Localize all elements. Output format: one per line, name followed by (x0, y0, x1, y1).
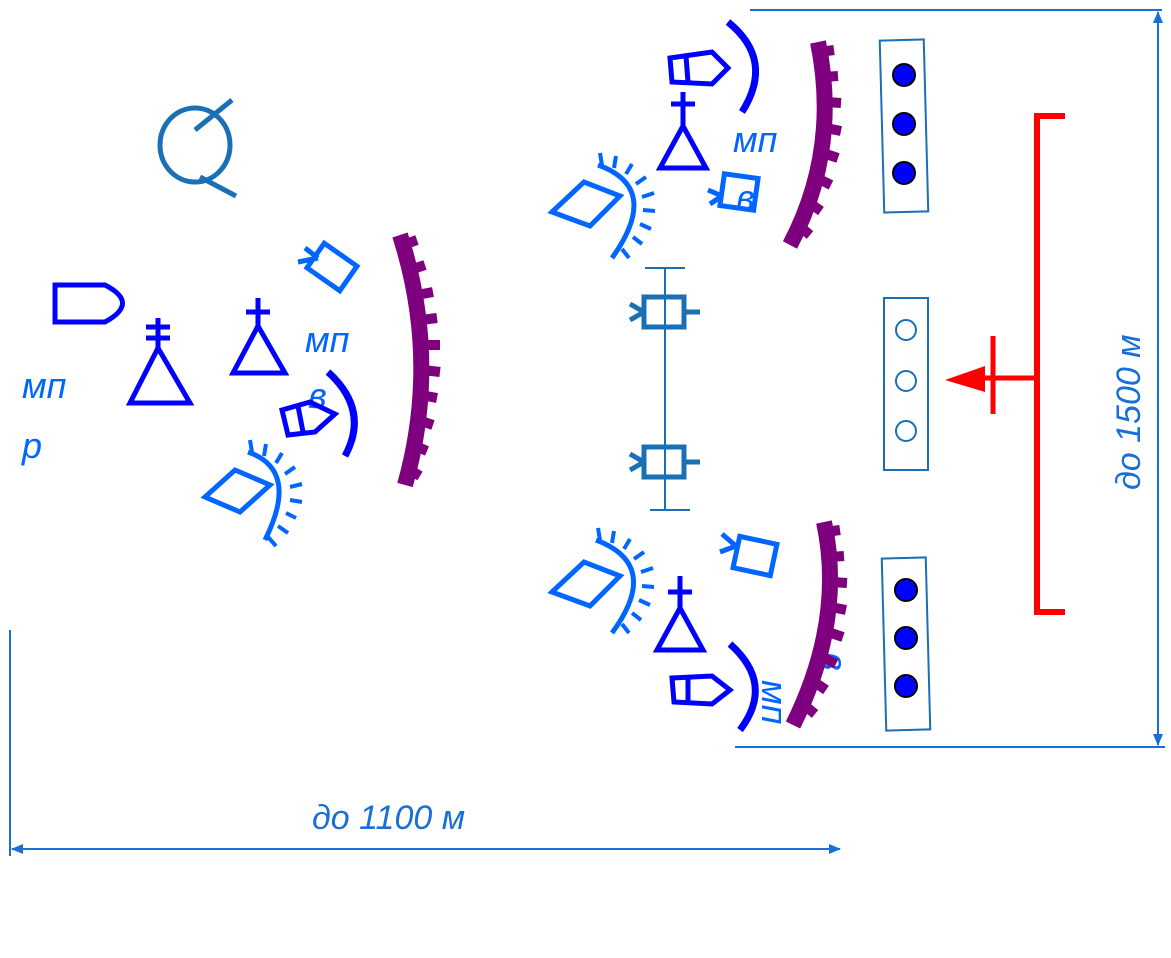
height-dimension-label: до 1500 м (1110, 334, 1148, 490)
arc-center-icon (325, 369, 358, 458)
enemy-attack-arrow (945, 113, 1065, 615)
label-mp-left-r: р (21, 425, 42, 466)
mortar-position-left-icon (200, 439, 303, 548)
medical-post-right-top-icon (655, 92, 711, 171)
trench-right-top (782, 40, 842, 249)
arc-right-top-icon (725, 19, 759, 114)
mortar-position-right-top-icon (547, 152, 656, 260)
gun-position-right-top-icon (707, 170, 761, 214)
gun-position-center-icon (297, 239, 361, 295)
width-dimension (9, 630, 841, 856)
recon-post-top-icon (628, 294, 700, 330)
trench-left (392, 232, 441, 488)
vehicle-center-icon (279, 399, 340, 438)
enemy-position-middle (883, 297, 929, 471)
label-mp-left: мп (22, 365, 67, 406)
arc-right-bottom-icon (727, 641, 759, 733)
vehicle-right-top-icon (667, 49, 732, 87)
enemy-position-top (878, 38, 930, 214)
recon-line (645, 267, 690, 511)
label-mp-right-top: мп (733, 119, 778, 160)
vehicle-right-bottom-icon (669, 673, 735, 707)
mortar-position-right-bottom-icon (547, 527, 655, 635)
medical-post-right-bottom-icon (652, 576, 708, 653)
medical-post-left-icon (125, 318, 195, 406)
trench-right-bottom (785, 520, 848, 729)
enemy-position-bottom (880, 556, 932, 732)
observation-post-icon (157, 98, 238, 199)
medical-post-center-icon (228, 298, 290, 376)
label-mp-center: мп (305, 319, 350, 360)
height-dimension (735, 9, 1165, 748)
command-post-icon (52, 282, 125, 325)
gun-position-right-bottom-icon (719, 532, 780, 579)
recon-post-bottom-icon (628, 444, 700, 480)
width-dimension-label: до 1100 м (312, 799, 465, 837)
